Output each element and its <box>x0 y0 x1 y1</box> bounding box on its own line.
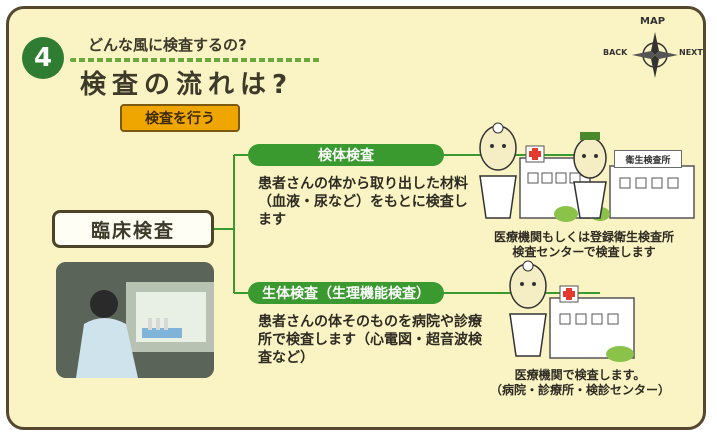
testing-lab-sign: 衛生検査所 <box>614 150 682 168</box>
clinic-illustration-bottom <box>500 256 670 366</box>
physiological-test-description: 患者さんの体そのものを病院や診療所で検査します（心電図・超音波検査など） <box>258 313 488 367</box>
caption-line: 医療機関で検査します。 <box>470 368 690 383</box>
specimen-test-pill: 検体検査 <box>248 144 444 166</box>
physiological-test-caption: 医療機関で検査します。 （病院・診療所・検診センター） <box>470 368 690 398</box>
clinical-test-box: 臨床検査 <box>52 210 214 248</box>
clinic-illustration-top <box>470 118 700 228</box>
caption-line: 医療機関もしくは登録衛生検査所 <box>468 230 700 245</box>
lab-photo <box>56 262 214 378</box>
specimen-test-description: 患者さんの体から取り出した材料（血液・尿など）をもとに検査します <box>258 175 478 229</box>
physiological-test-pill: 生体検査（生理機能検査） <box>248 282 444 304</box>
caption-line: （病院・診療所・検診センター） <box>470 383 690 398</box>
